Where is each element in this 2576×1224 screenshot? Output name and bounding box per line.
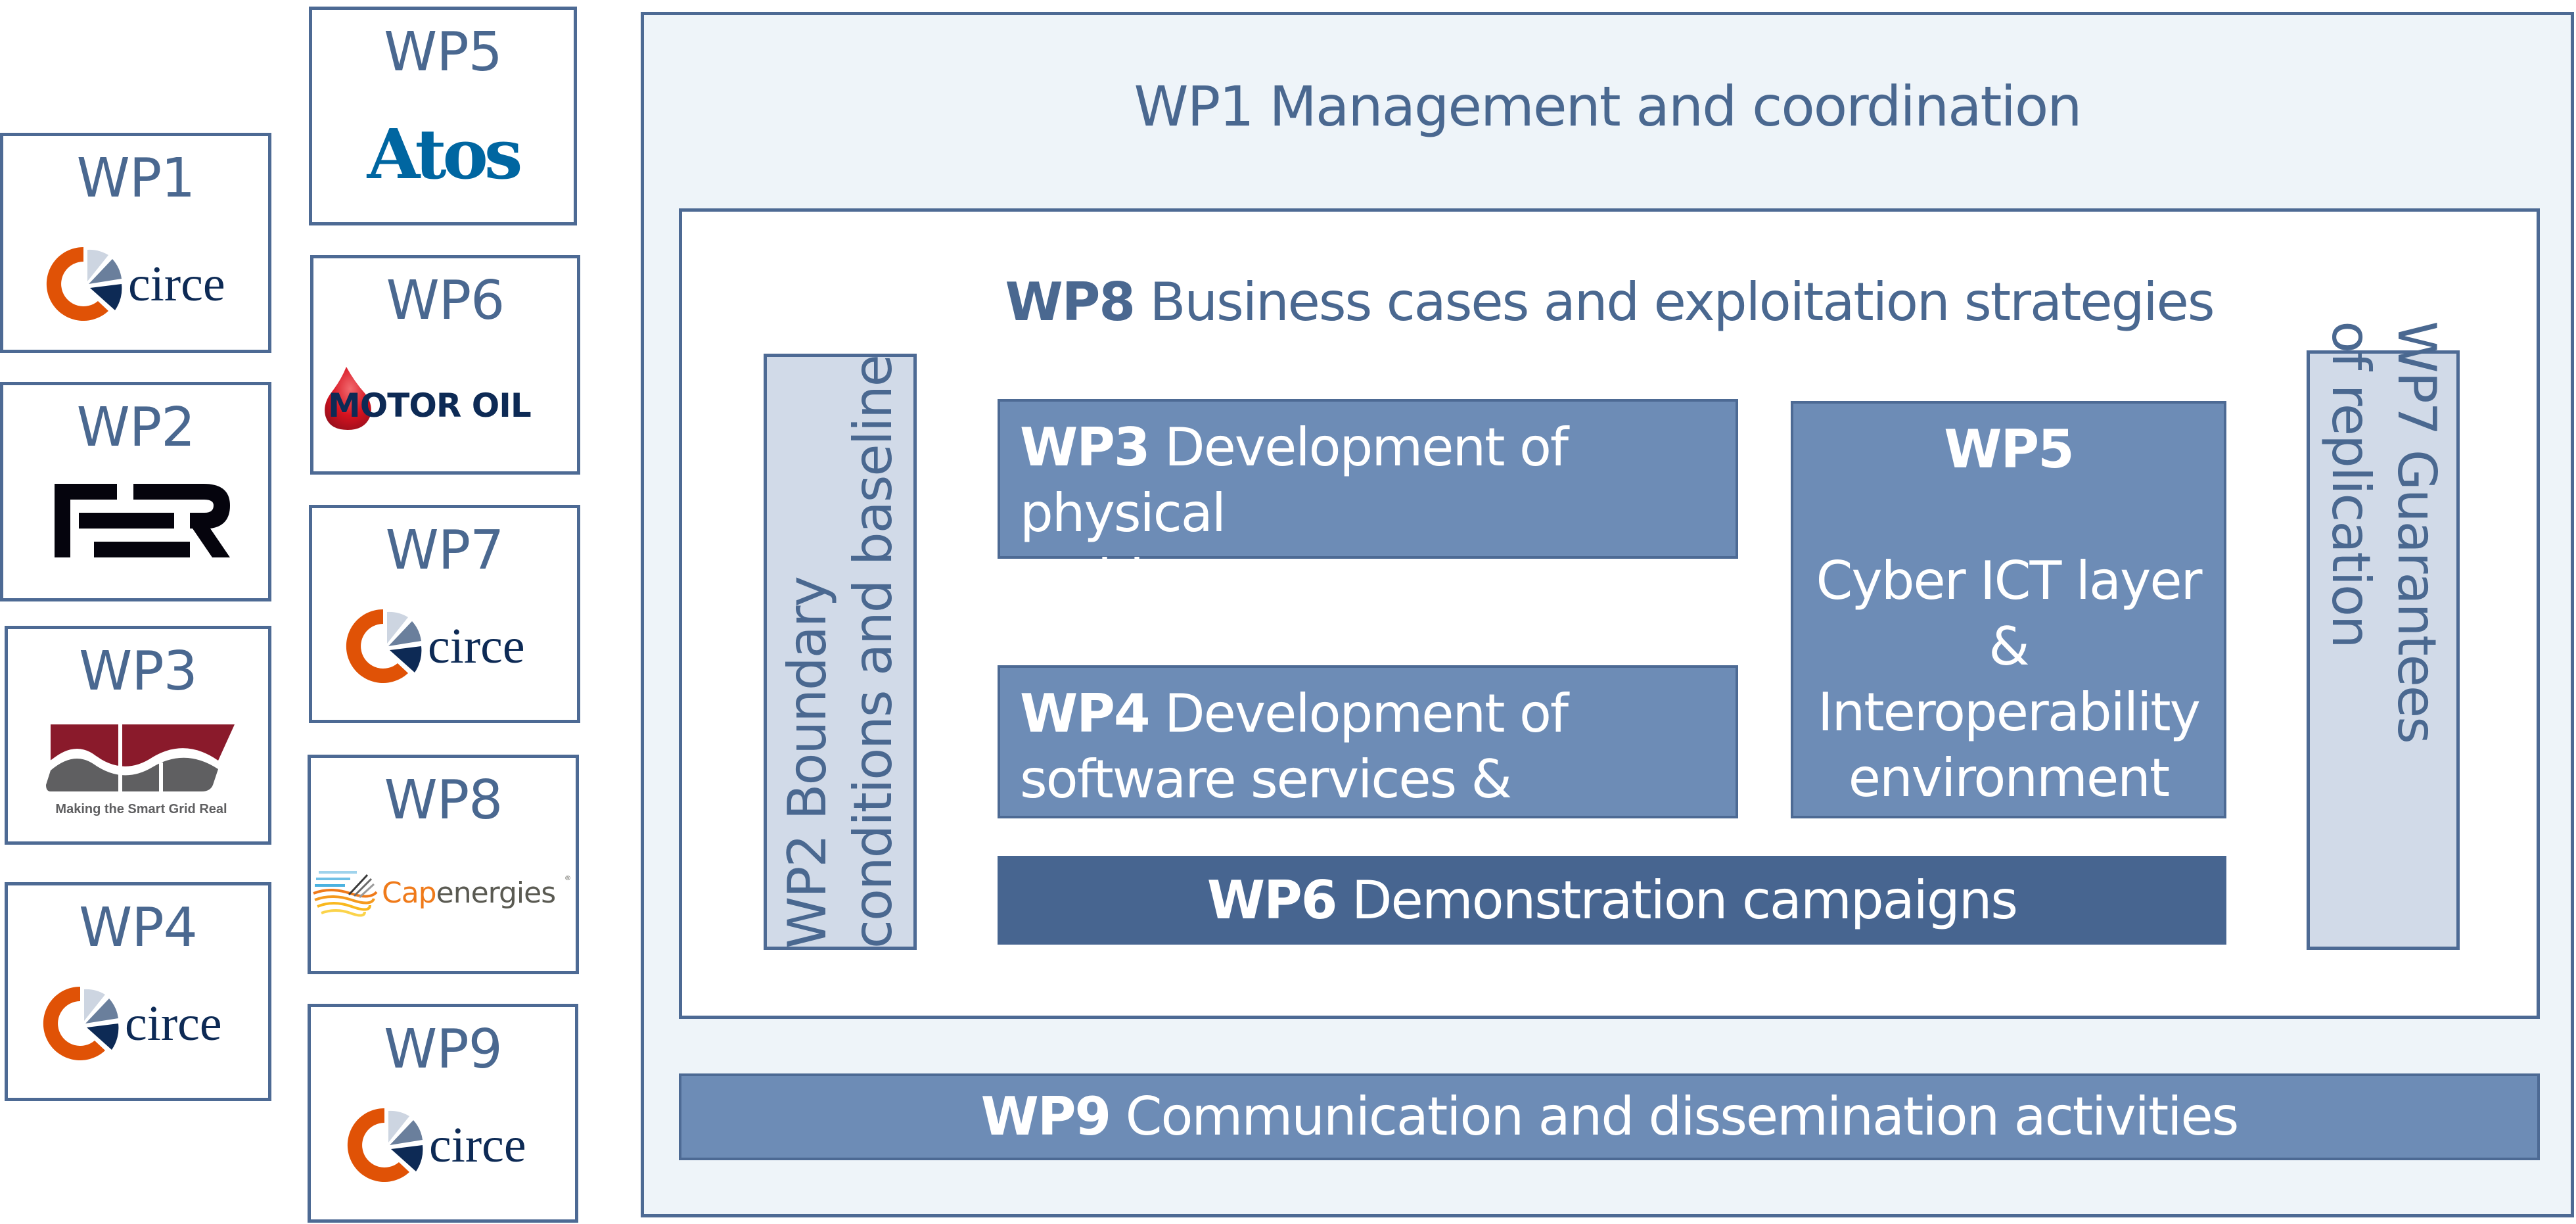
partner-box-wp5: WP5 Atos bbox=[309, 7, 577, 225]
circe-logo-text: circe bbox=[428, 619, 525, 674]
circe-logo-icon bbox=[347, 1108, 423, 1182]
wp2-boundary-box: WP2 Boundary conditions and baseline bbox=[764, 354, 917, 950]
ziv-logo-icon: Making the Smart Grid Real bbox=[46, 724, 235, 816]
partner-box-wp8: WP8 Capenergies ® bbox=[308, 755, 579, 974]
motor-oil-logo-icon: MOTOR OIL bbox=[325, 367, 532, 430]
partner-box-wp2: WP2 bbox=[0, 382, 271, 601]
motor-oil-logo: MOTOR OIL bbox=[313, 367, 577, 433]
circe-logo-icon bbox=[46, 247, 122, 321]
wp6-demonstration-bar: WP6 Demonstration campaigns bbox=[998, 856, 2226, 945]
wp9-communication-bar: WP9 Communication and dissemination acti… bbox=[679, 1073, 2540, 1160]
fer-logo-icon bbox=[55, 484, 230, 557]
capenergies-logo-icon: Capenergies ® bbox=[313, 871, 571, 917]
partner-wp-label: WP1 bbox=[76, 147, 196, 210]
wp4-id: WP4 bbox=[1020, 683, 1151, 744]
wp9-label: Communication and dissemination activiti… bbox=[1125, 1086, 2240, 1147]
partner-wp-label: WP5 bbox=[384, 21, 503, 83]
wp2-line1: Boundary bbox=[776, 577, 838, 820]
wp5-line2: Interoperability bbox=[1817, 682, 2201, 743]
ziv-tagline: Making the Smart Grid Real bbox=[55, 802, 227, 816]
wp6-id: WP6 bbox=[1207, 869, 1338, 931]
wp1-title: WP1 Management and coordination bbox=[641, 79, 2574, 134]
wp9-id: WP9 bbox=[980, 1086, 1112, 1147]
svg-text:Capenergies: Capenergies bbox=[382, 876, 555, 910]
partner-wp-label: WP3 bbox=[79, 640, 198, 703]
partner-wp-label: WP9 bbox=[384, 1018, 503, 1081]
circe-logo-icon bbox=[346, 609, 422, 683]
partner-box-wp3: WP3 Making the Smart Grid Real bbox=[5, 626, 271, 845]
wp7-line1: Guarantees bbox=[2385, 449, 2447, 743]
wp8-label: Business cases and exploitation strategi… bbox=[1149, 271, 2215, 333]
wp3-line2: architecture bbox=[1020, 548, 1323, 609]
wp4-software-services-box: WP4 Development of software services & m… bbox=[998, 665, 1738, 876]
capenergies-logo: Capenergies ® bbox=[311, 863, 576, 922]
partner-box-wp7: WP7 circe bbox=[309, 505, 580, 723]
circe-logo: circe bbox=[8, 984, 268, 1063]
partner-box-wp6: WP6 MOTOR OIL bbox=[310, 255, 580, 475]
wp3-id: WP3 bbox=[1020, 417, 1151, 478]
partner-wp-label: WP6 bbox=[386, 270, 505, 332]
circe-logo: circe bbox=[3, 245, 268, 323]
partner-wp-label: WP8 bbox=[384, 769, 503, 832]
wp3-physical-architecture-box: WP3 Development of physical architecture bbox=[998, 399, 1738, 609]
circe-logo: circe bbox=[312, 607, 577, 686]
partner-box-wp4: WP4 circe bbox=[5, 882, 271, 1101]
partner-box-wp9: WP9 circe bbox=[308, 1004, 578, 1223]
wp4-line1: Development of bbox=[1164, 683, 1569, 744]
wp5-cyber-ict-box: WP5 Cyber ICT layer & Interoperability e… bbox=[1791, 401, 2226, 818]
wp3-line1: Development of physical bbox=[1020, 417, 1569, 544]
partner-wp-label: WP4 bbox=[79, 897, 198, 959]
wp5-line3: environment bbox=[1848, 747, 2171, 809]
circe-logo-text: circe bbox=[128, 256, 225, 312]
wp1-label: Management and coordination bbox=[1269, 74, 2082, 139]
wp6-label: Demonstration campaigns bbox=[1351, 869, 2018, 931]
fer-logo bbox=[3, 484, 268, 563]
capenergies-logo-text-b: energies bbox=[436, 876, 556, 910]
circe-logo: circe bbox=[311, 1106, 575, 1185]
capenergies-logo-text-a: Cap bbox=[382, 876, 436, 910]
atos-logo: Atos bbox=[312, 118, 574, 191]
wp2-id: WP2 bbox=[776, 835, 838, 949]
wp8-title: WP8 Business cases and exploitation stra… bbox=[679, 276, 2540, 329]
wp7-replication-box: WP7 Guarantees of replication bbox=[2307, 321, 2460, 950]
wp2-line2: conditions and baseline bbox=[842, 355, 904, 949]
wp5-line1: Cyber ICT layer & bbox=[1816, 550, 2203, 677]
partner-box-wp1: WP1 circe bbox=[0, 133, 271, 353]
wp7-id: WP7 bbox=[2385, 321, 2447, 435]
wp1-id: WP1 bbox=[1134, 74, 1254, 139]
ziv-logo: Making the Smart Grid Real bbox=[8, 724, 268, 830]
partner-wp-label: WP2 bbox=[76, 396, 196, 459]
atos-logo-text: Atos bbox=[367, 114, 523, 195]
registered-mark: ® bbox=[564, 875, 571, 882]
partner-wp-label: WP7 bbox=[385, 519, 505, 582]
wp7-line2: of replication bbox=[2320, 321, 2381, 647]
circe-logo-text: circe bbox=[429, 1118, 526, 1173]
circe-logo-icon bbox=[43, 986, 119, 1060]
motor-oil-logo-text: MOTOR OIL bbox=[328, 387, 531, 425]
circe-logo-text: circe bbox=[125, 996, 222, 1051]
wp5-id: WP5 bbox=[1944, 419, 2075, 480]
wp8-id: WP8 bbox=[1005, 271, 1136, 333]
